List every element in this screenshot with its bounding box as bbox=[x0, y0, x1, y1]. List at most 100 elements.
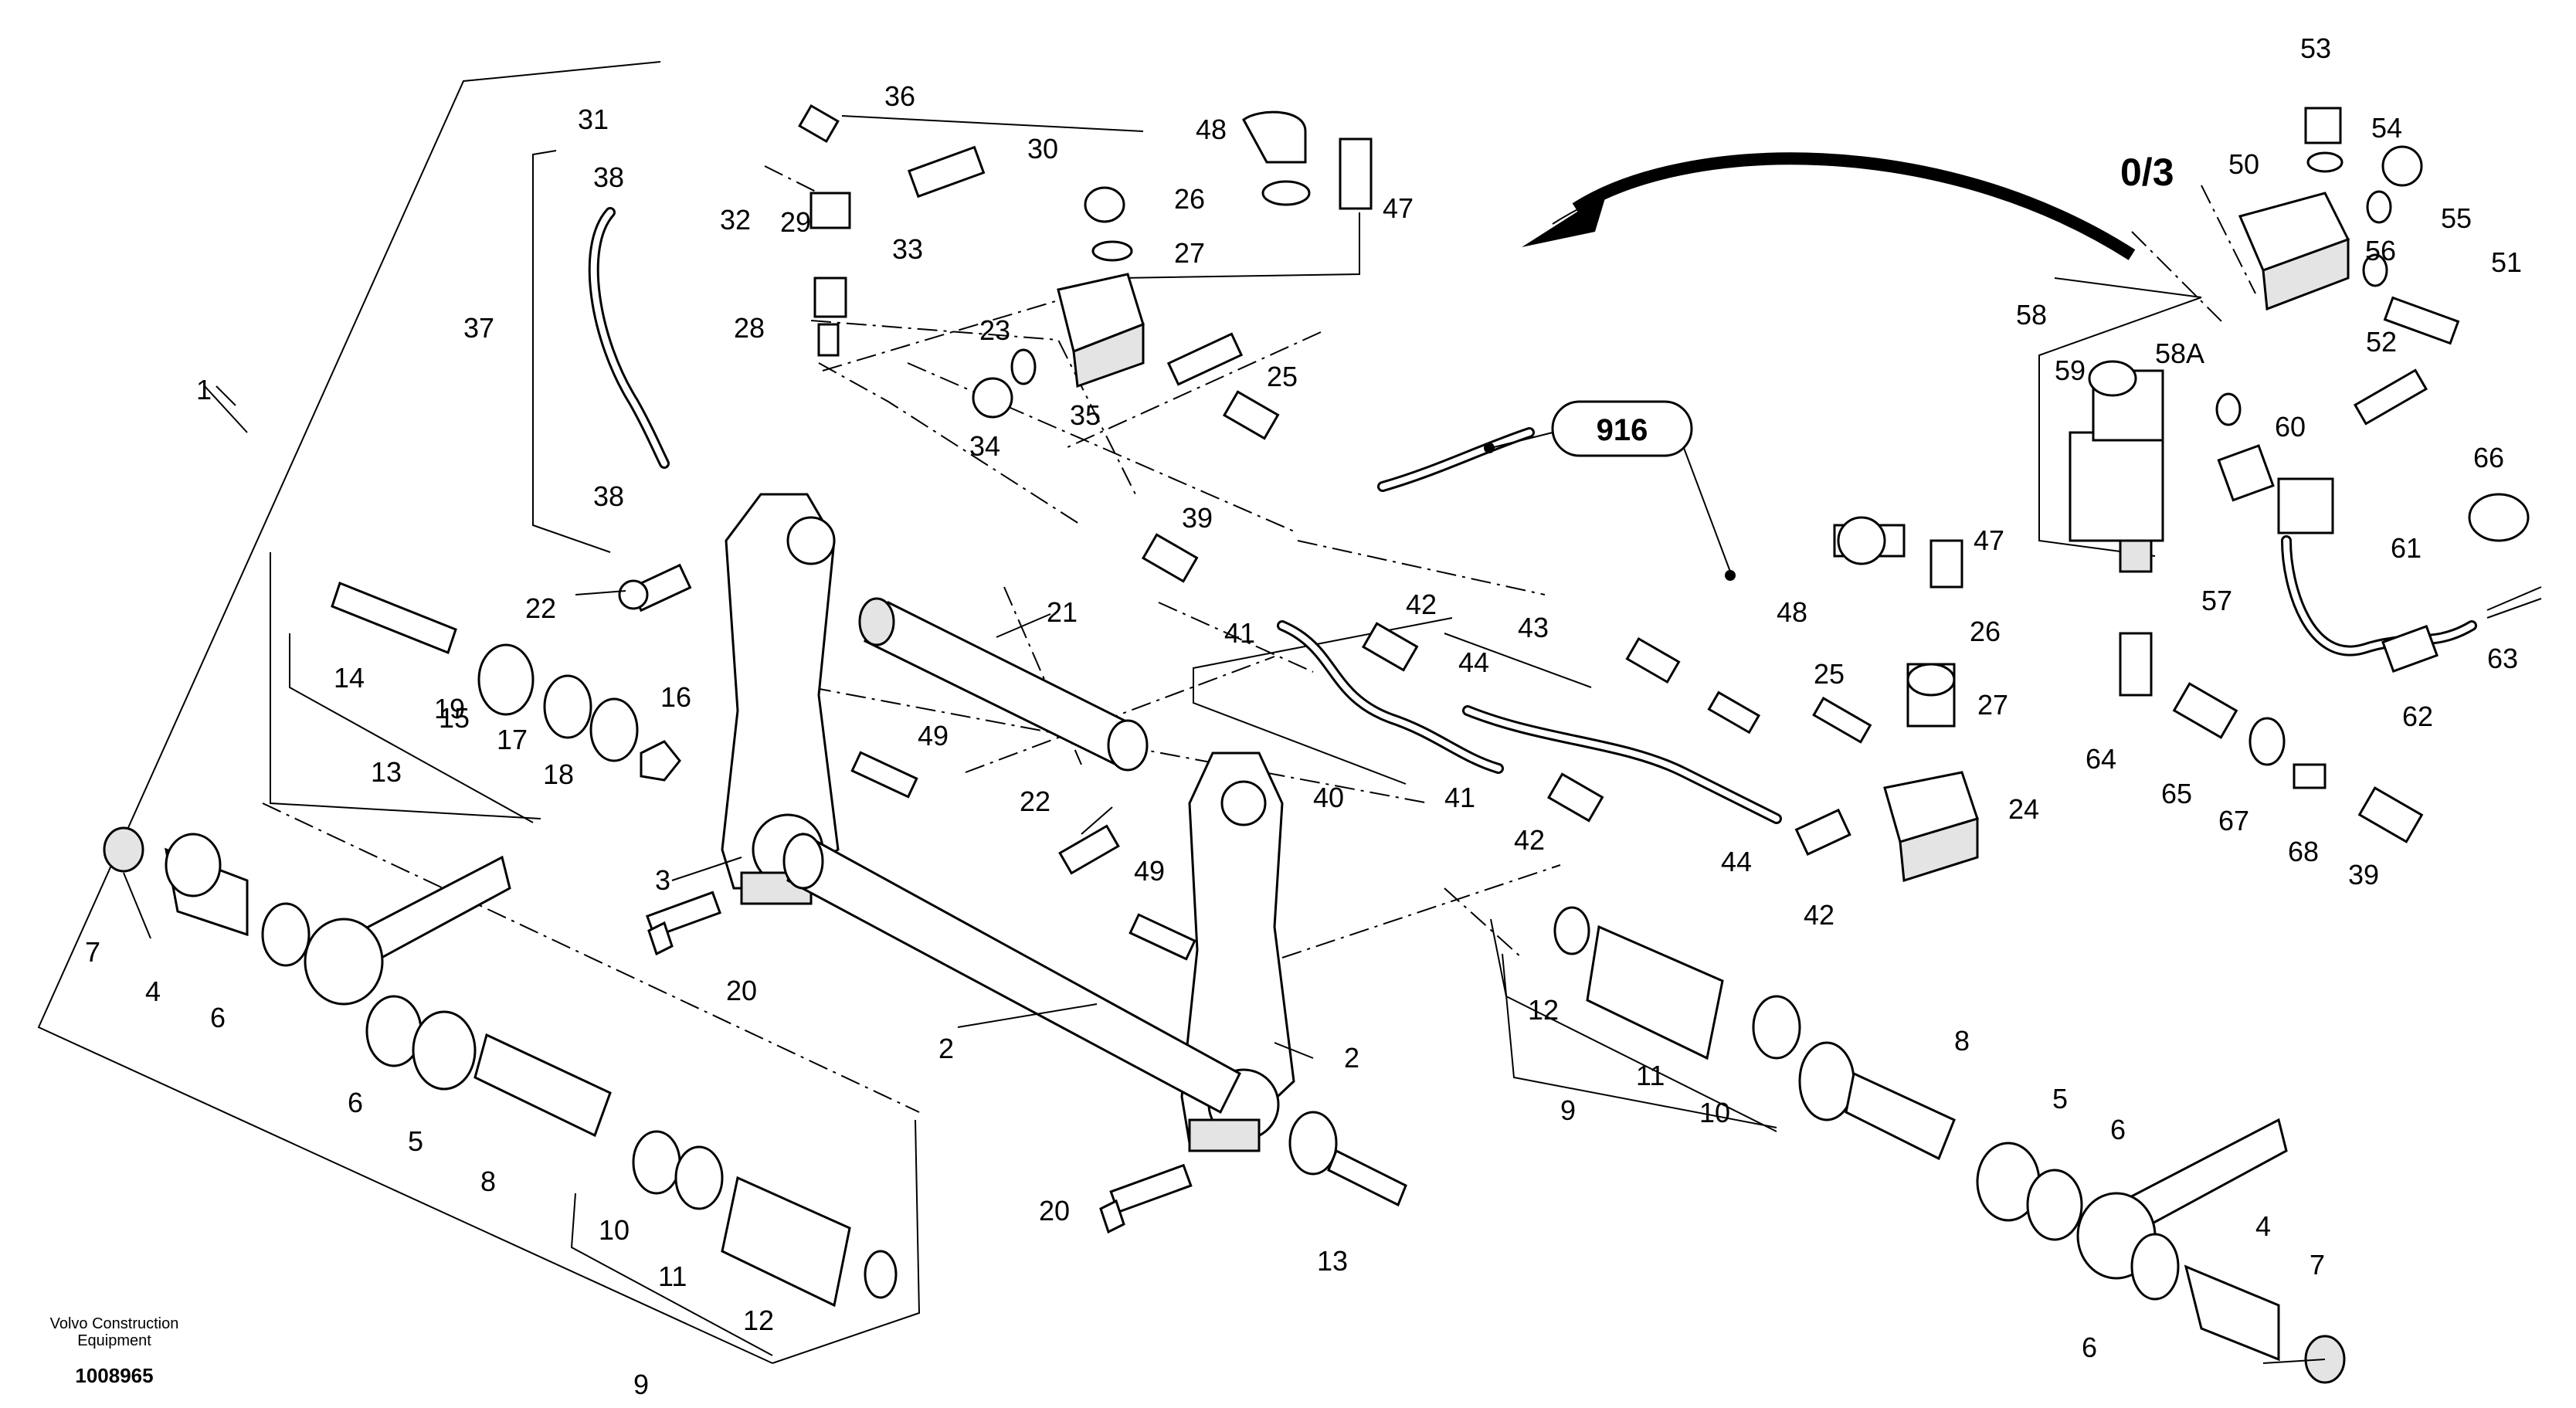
cable-63 bbox=[2281, 535, 2542, 657]
callout: 65 bbox=[2161, 778, 2192, 809]
callout: 66 bbox=[2473, 442, 2504, 473]
callout: 58A bbox=[2155, 338, 2204, 369]
hose-916 bbox=[1377, 427, 1535, 492]
callout: 6 bbox=[2110, 1114, 2126, 1145]
document-number: 1008965 bbox=[75, 1364, 153, 1387]
direction-arrow bbox=[1522, 152, 2136, 260]
block-24 bbox=[1883, 771, 1979, 882]
callout: 10 bbox=[1699, 1097, 1730, 1128]
callout: 18 bbox=[543, 758, 574, 790]
connector-62 bbox=[2381, 625, 2439, 673]
callout: 61 bbox=[2391, 532, 2422, 564]
callout: 64 bbox=[2086, 743, 2116, 775]
callout: 19 bbox=[434, 693, 465, 724]
callout: 47 bbox=[1974, 524, 2004, 556]
callout: 12 bbox=[743, 1305, 774, 1336]
callout: 21 bbox=[1047, 596, 1078, 628]
callout: 16 bbox=[660, 681, 691, 713]
callout: 29 bbox=[780, 206, 811, 238]
clamp-66 bbox=[2468, 493, 2530, 542]
callout: 49 bbox=[918, 720, 949, 751]
callout: 1 bbox=[196, 374, 212, 405]
leader-lines bbox=[123, 115, 2326, 1364]
callout: 49 bbox=[1134, 855, 1165, 887]
callout: 33 bbox=[892, 233, 923, 265]
callout: 63 bbox=[2487, 643, 2518, 674]
svg-text:916: 916 bbox=[1597, 413, 1648, 447]
callout: 13 bbox=[371, 756, 402, 788]
callout: 6 bbox=[2082, 1332, 2097, 1363]
callout: 41 bbox=[1444, 782, 1475, 813]
left-bushings bbox=[103, 826, 898, 1308]
reference-callout-916: 916 bbox=[1484, 400, 1736, 581]
callout: 8 bbox=[480, 1165, 496, 1197]
callout: 37 bbox=[463, 312, 494, 344]
callout: 53 bbox=[2300, 32, 2331, 64]
callout: 44 bbox=[1458, 646, 1489, 678]
callout: 25 bbox=[1814, 658, 1845, 690]
callout: 11 bbox=[658, 1260, 687, 1292]
hose-37 bbox=[588, 207, 670, 469]
callout: 6 bbox=[348, 1087, 363, 1118]
callout: 48 bbox=[1196, 114, 1227, 145]
callout: 50 bbox=[2228, 148, 2259, 180]
callout: 4 bbox=[2255, 1210, 2271, 1242]
bolt-22-a bbox=[618, 563, 692, 612]
hose-40 bbox=[1277, 620, 1504, 774]
callout: 14 bbox=[334, 662, 365, 694]
callout: 40 bbox=[1313, 782, 1344, 813]
callout: 22 bbox=[1020, 785, 1050, 817]
callout: 7 bbox=[2310, 1249, 2325, 1281]
callout: 38 bbox=[593, 161, 624, 193]
callout: 32 bbox=[720, 204, 751, 236]
callout: 9 bbox=[1560, 1094, 1576, 1126]
callout: 27 bbox=[1977, 689, 2008, 721]
assembly-outline bbox=[37, 61, 773, 1364]
callout: 48 bbox=[1777, 596, 1807, 628]
callout: 60 bbox=[2275, 411, 2306, 443]
callout: 9 bbox=[633, 1369, 649, 1400]
bolt-22-b bbox=[1058, 824, 1120, 875]
brand-line-1: Volvo Construction bbox=[50, 1315, 179, 1332]
callout: 36 bbox=[884, 80, 915, 112]
callout: 2 bbox=[1344, 1042, 1359, 1074]
bolt-20-a bbox=[646, 891, 721, 956]
callout: 42 bbox=[1804, 899, 1834, 931]
callout: 62 bbox=[2402, 701, 2433, 732]
pin-49-b bbox=[1128, 913, 1196, 961]
callout: 42 bbox=[1514, 824, 1545, 856]
callout: 6 bbox=[210, 1002, 226, 1033]
brand-line-2: Equipment bbox=[77, 1332, 151, 1349]
callout: 31 bbox=[578, 103, 609, 135]
callout: 22 bbox=[525, 592, 556, 624]
fitting-13-lower bbox=[1288, 1111, 1407, 1207]
callout: 24 bbox=[2008, 793, 2039, 825]
callout: 39 bbox=[1182, 502, 1213, 534]
callout: 12 bbox=[1528, 994, 1559, 1026]
callout: 28 bbox=[734, 312, 765, 344]
small-fittings bbox=[798, 103, 2460, 856]
callout: 44 bbox=[1721, 846, 1752, 877]
callout: 5 bbox=[2052, 1083, 2068, 1115]
callout: 35 bbox=[1070, 399, 1101, 431]
plug-60 bbox=[2277, 477, 2334, 534]
callout: 68 bbox=[2288, 836, 2319, 867]
callout: 25 bbox=[1267, 361, 1298, 392]
callout: 57 bbox=[2201, 585, 2232, 616]
callout: 47 bbox=[1383, 192, 1414, 224]
callout: 4 bbox=[145, 975, 161, 1007]
link-plate-left bbox=[304, 855, 511, 1006]
callout: 51 bbox=[2491, 246, 2522, 278]
callout: 20 bbox=[1039, 1195, 1070, 1226]
callout: 17 bbox=[497, 724, 528, 755]
callout: 26 bbox=[1970, 616, 2001, 647]
solenoid-59 bbox=[2069, 360, 2164, 573]
callout: 34 bbox=[969, 430, 1000, 462]
right-bushings bbox=[1553, 906, 2346, 1384]
callout: 58 bbox=[2016, 299, 2047, 331]
callout: 42 bbox=[1406, 589, 1437, 620]
callout: 52 bbox=[2366, 326, 2397, 358]
callout: 26 bbox=[1174, 183, 1205, 215]
callout: 8 bbox=[1954, 1025, 1970, 1057]
